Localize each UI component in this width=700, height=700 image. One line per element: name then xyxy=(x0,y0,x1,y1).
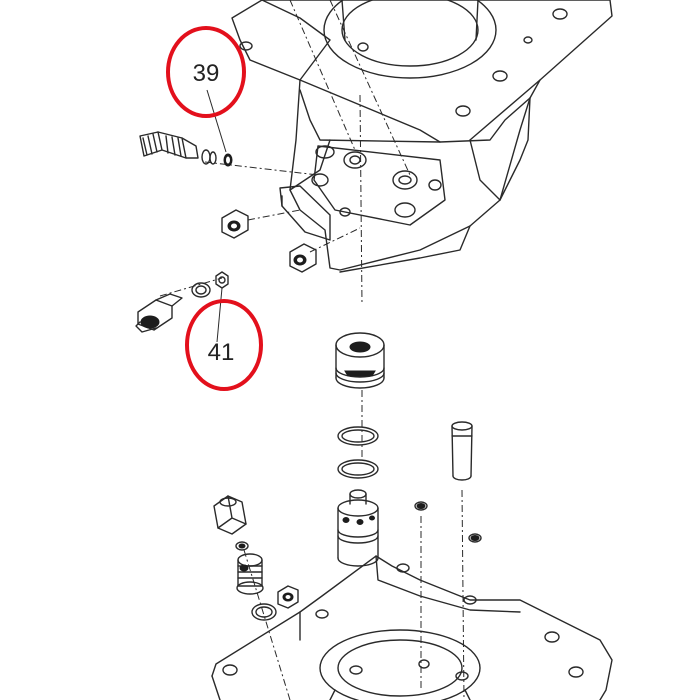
valve-cap xyxy=(335,332,385,389)
small-seal-part-41 xyxy=(215,271,229,289)
valve-spool xyxy=(337,489,379,567)
o-ring-upper xyxy=(337,426,379,446)
o-ring-lower xyxy=(337,459,379,479)
callout-41: 41 xyxy=(185,287,263,391)
hex-plug-lower xyxy=(289,243,317,273)
callout-ring-41 xyxy=(185,299,263,391)
seal-ring-part-39 xyxy=(201,149,217,165)
threaded-adapter xyxy=(236,553,264,595)
o-ring-fitting xyxy=(251,603,277,621)
callout-label-41: 41 xyxy=(208,339,235,366)
upper-valve-housing xyxy=(231,0,613,273)
callout-label-39: 39 xyxy=(193,60,220,87)
lower-valve-housing xyxy=(211,555,613,700)
small-seal-right xyxy=(468,533,482,543)
side-plug xyxy=(135,293,183,333)
jam-nut-fitting xyxy=(277,585,299,609)
washer-part-41 xyxy=(191,282,211,298)
callout-ring-39 xyxy=(166,26,246,118)
small-seal-left xyxy=(414,501,428,511)
assembly-centre-lines xyxy=(159,0,465,700)
callout-39: 39 xyxy=(166,26,246,153)
hex-nut-fitting xyxy=(213,495,247,535)
plug-part-39 xyxy=(139,131,199,159)
hex-plug-upper xyxy=(221,209,249,239)
small-o-ring-part-39 xyxy=(223,153,233,167)
small-washer-fitting xyxy=(235,541,249,551)
dowel-pin xyxy=(451,421,473,481)
